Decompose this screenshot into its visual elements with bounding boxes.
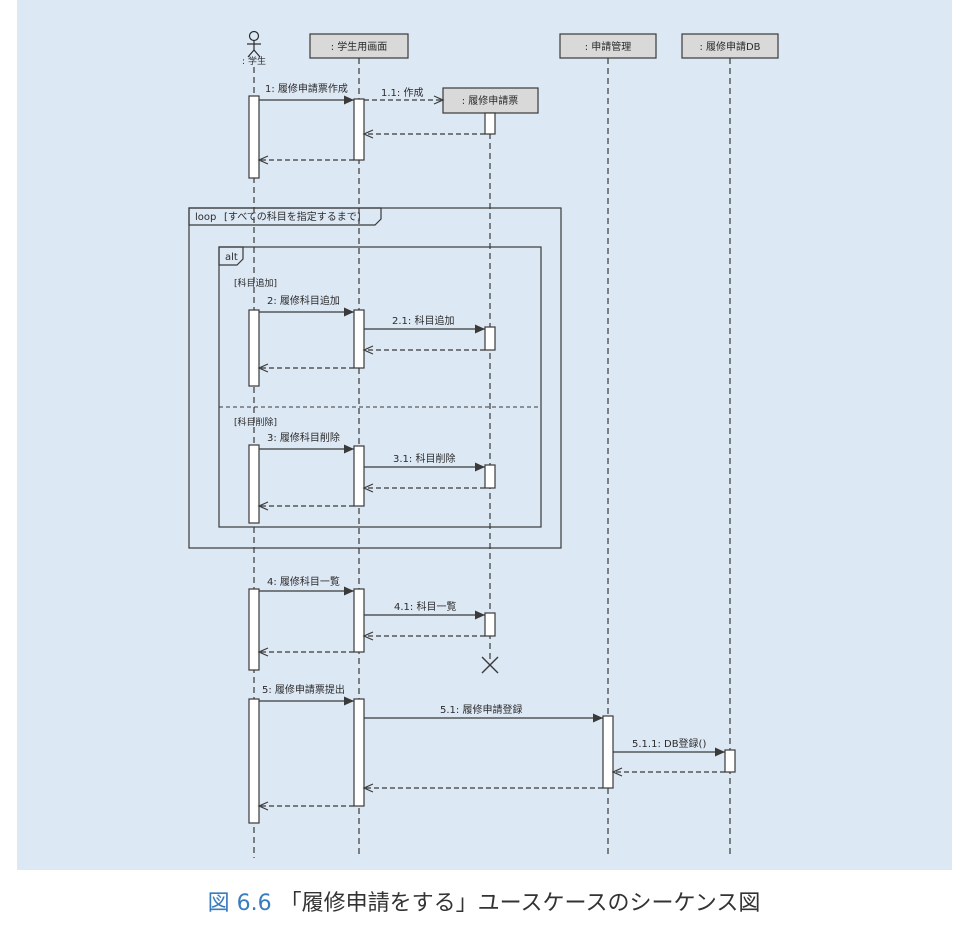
message-label: 2: 履修科目追加 — [267, 294, 340, 307]
message-label: 5: 履修申請票提出 — [262, 683, 345, 696]
alt-operator: alt — [225, 252, 238, 263]
loop-label-tab — [188, 207, 382, 226]
message-label: 1: 履修申請票作成 — [265, 82, 348, 95]
actor-label: : 学生 — [242, 55, 266, 67]
lifeline-head-application-db: : 履修申請DB — [681, 33, 779, 59]
lifeline-box — [309, 33, 409, 59]
message-label: 2.1: 科目追加 — [392, 314, 454, 327]
loop-fragment: loop [すべての科目を指定するまで] — [188, 207, 562, 549]
lifeline-head-form: : 履修申請票 — [442, 87, 539, 114]
figure-number: 図 6.6 — [208, 891, 272, 916]
activation-student — [248, 95, 260, 179]
message-label: 1.1: 作成 — [381, 87, 423, 99]
activation-student-screen — [353, 445, 365, 507]
lifeline-label: : 履修申請票 — [462, 94, 519, 107]
diagram-panel — [17, 0, 952, 870]
activation-application-db — [724, 749, 736, 773]
activation-student — [248, 698, 260, 824]
activation-application-manager — [602, 715, 614, 789]
activation-student — [248, 588, 260, 671]
lifeline-head-student-screen: : 学生用画面 — [309, 33, 409, 59]
alt-fragment: alt [科目追加] [科目削除] — [218, 246, 542, 528]
actor-icon — [247, 30, 261, 58]
alt-frame — [218, 246, 542, 528]
destroy-marker — [481, 656, 499, 674]
message-label: 4: 履修科目一覧 — [267, 575, 340, 588]
lifeline-label: : 申請管理 — [585, 40, 632, 53]
activation-form — [484, 612, 496, 637]
activation-student — [248, 444, 260, 524]
figure-title: 「履修申請をする」ユースケースのシーケンス図 — [280, 891, 761, 916]
lifeline-box — [559, 33, 657, 59]
message-label: 5.1.1: DB登録() — [632, 737, 706, 750]
lifeline-box — [681, 33, 779, 59]
activation-student-screen — [353, 98, 365, 161]
figure-caption: 図 6.6 「履修申請をする」ユースケースのシーケンス図 — [208, 891, 761, 916]
activation-form — [484, 112, 496, 135]
loop-operator: loop — [195, 212, 216, 223]
activation-form — [484, 464, 496, 489]
alt-guard-remove: [科目削除] — [234, 416, 277, 428]
lifeline-label: : 履修申請DB — [699, 40, 760, 53]
alt-guard-add: [科目追加] — [234, 277, 277, 289]
activation-form — [484, 326, 496, 351]
lifeline-label: : 学生用画面 — [331, 40, 388, 53]
message-label: 3: 履修科目削除 — [267, 431, 340, 444]
actor-student: : 学生 — [242, 30, 266, 67]
message-label: 3.1: 科目削除 — [393, 452, 455, 465]
message-label: 4.1: 科目一覧 — [394, 600, 456, 613]
activation-student-screen — [353, 309, 365, 369]
message-label: 5.1: 履修申請登録 — [440, 703, 522, 716]
activation-student-screen — [353, 698, 365, 807]
activation-student — [248, 309, 260, 387]
loop-guard: [すべての科目を指定するまで] — [224, 210, 361, 223]
activation-student-screen — [353, 588, 365, 653]
alt-label-tab — [218, 246, 244, 266]
lifeline-head-application-manager: : 申請管理 — [559, 33, 657, 59]
